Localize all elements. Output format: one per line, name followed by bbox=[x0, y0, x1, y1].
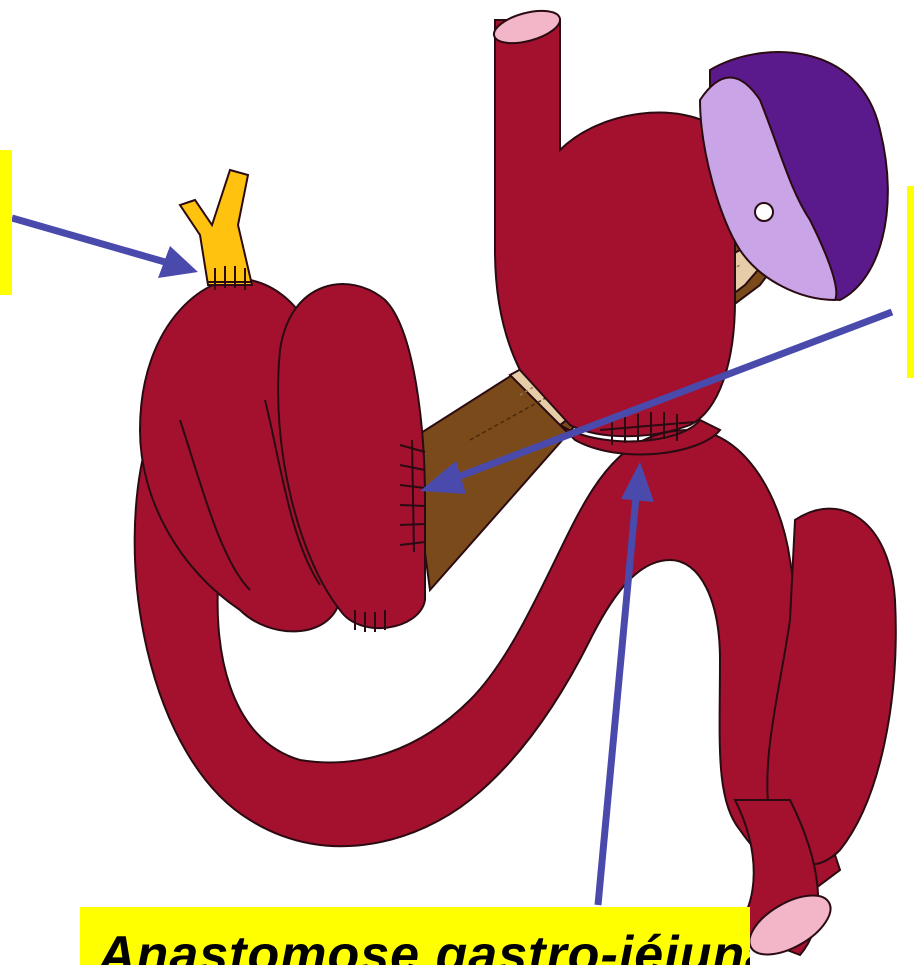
label-bottom-box: Anastomose gastro-jéjunale bbox=[80, 907, 750, 965]
label-gastrojejunal-anastomosis: Anastomose gastro-jéjunale bbox=[98, 926, 750, 965]
splenic-vessel-hole bbox=[755, 203, 773, 221]
label-right-box bbox=[907, 186, 914, 378]
label-left-box bbox=[0, 150, 12, 295]
stomach bbox=[495, 20, 743, 436]
arrow-to-bile-duct bbox=[12, 218, 198, 278]
